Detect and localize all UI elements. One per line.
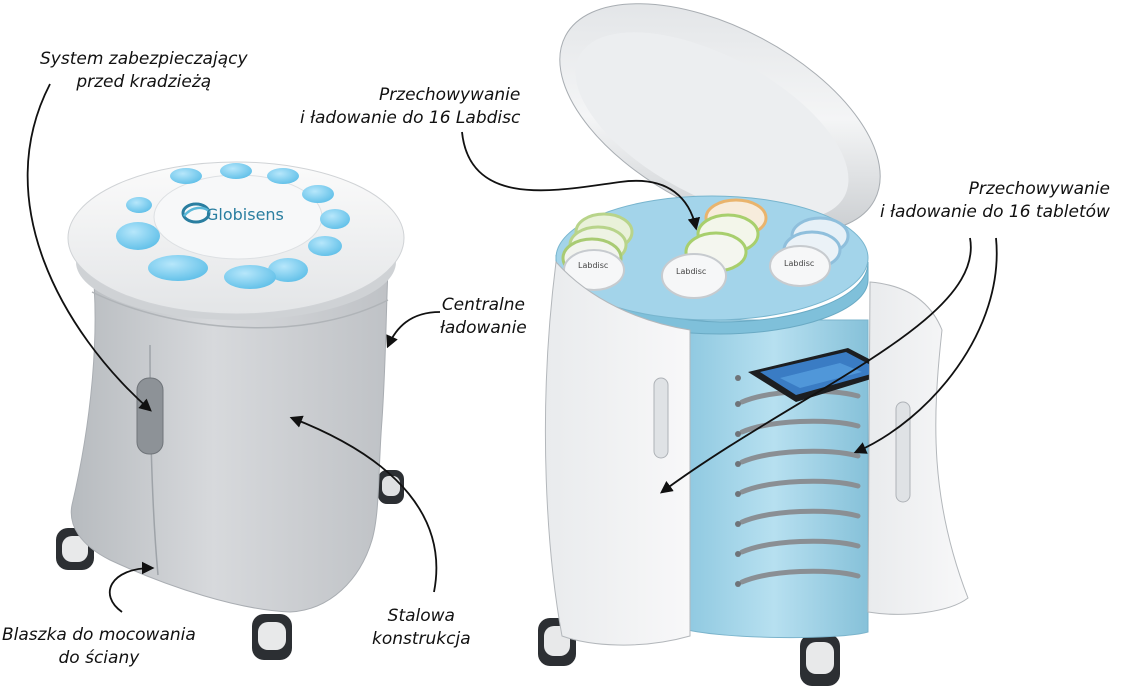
callout-central-line2: ładowanie <box>440 318 527 338</box>
callout-wall-line2: do ściany <box>58 648 140 668</box>
callout-wall-bracket: Blaszka do mocowania do ściany <box>2 624 196 670</box>
callout-steel-line2: konstrukcja <box>372 629 471 649</box>
lid-pads <box>116 163 350 289</box>
right-door <box>867 281 969 615</box>
labdisc-stack-left: Labdisc <box>561 212 634 291</box>
tablet-slots <box>739 388 861 585</box>
wheel-right-cart-right <box>800 634 840 686</box>
anti-theft-handle <box>136 377 164 455</box>
callout-labdisc-line2: i ładowanie do 16 Labdisc <box>300 108 521 128</box>
callout-anti-theft-line2: przed kradzieżą <box>76 72 212 92</box>
callout-labdisc-line1: Przechowywanie <box>378 85 521 105</box>
callout-steel-line1: Stalowa <box>387 606 455 626</box>
callout-anti-theft: System zabezpieczający przed kradzieżą <box>40 48 248 94</box>
callout-steel-frame: Stalowa konstrukcja <box>372 605 471 651</box>
labdisc-stack-right: Labdisc <box>769 216 850 287</box>
callout-tablet: Przechowywanie i ładowanie do 16 tabletó… <box>880 178 1110 224</box>
logo-text: Globisens <box>206 205 284 224</box>
leader-anti-theft <box>26 83 152 412</box>
closed-cart: Globisens <box>56 161 405 660</box>
wheel-back-right <box>378 470 404 504</box>
callout-central-line1: Centralne <box>441 295 525 315</box>
wheel-front-right <box>252 614 292 660</box>
labdisc-label-left: Labdisc <box>578 261 608 270</box>
labdisc-stack-center: Labdisc <box>661 198 768 299</box>
open-cart: Labdisc Labdisc Labdisc <box>538 3 969 686</box>
leader-central <box>386 311 441 349</box>
inner-blue-column <box>679 319 869 639</box>
leader-labdisc <box>461 131 701 231</box>
callout-wall-line1: Blaszka do mocowania <box>2 625 196 645</box>
labdisc-label-right: Labdisc <box>784 259 814 268</box>
tablet-device <box>748 348 894 402</box>
left-door <box>544 260 691 646</box>
leader-wall <box>108 561 155 613</box>
leader-steel <box>289 415 438 593</box>
leader-lines <box>26 83 998 613</box>
callout-tablet-line2: i ładowanie do 16 tabletów <box>880 202 1110 222</box>
leader-tablet-b <box>853 237 998 454</box>
globisens-logo: Globisens <box>181 202 284 224</box>
leader-tablet-a <box>659 237 972 494</box>
labdisc-stacks: Labdisc Labdisc Labdisc <box>561 198 850 299</box>
labdisc-label-center: Labdisc <box>676 267 706 276</box>
callout-tablet-line1: Przechowywanie <box>968 179 1110 199</box>
callout-labdisc: Przechowywanie i ładowanie do 16 Labdisc <box>300 84 520 130</box>
callout-central-charging: Centralne ładowanie <box>440 294 527 340</box>
callout-anti-theft-line1: System zabezpieczający <box>40 49 248 69</box>
